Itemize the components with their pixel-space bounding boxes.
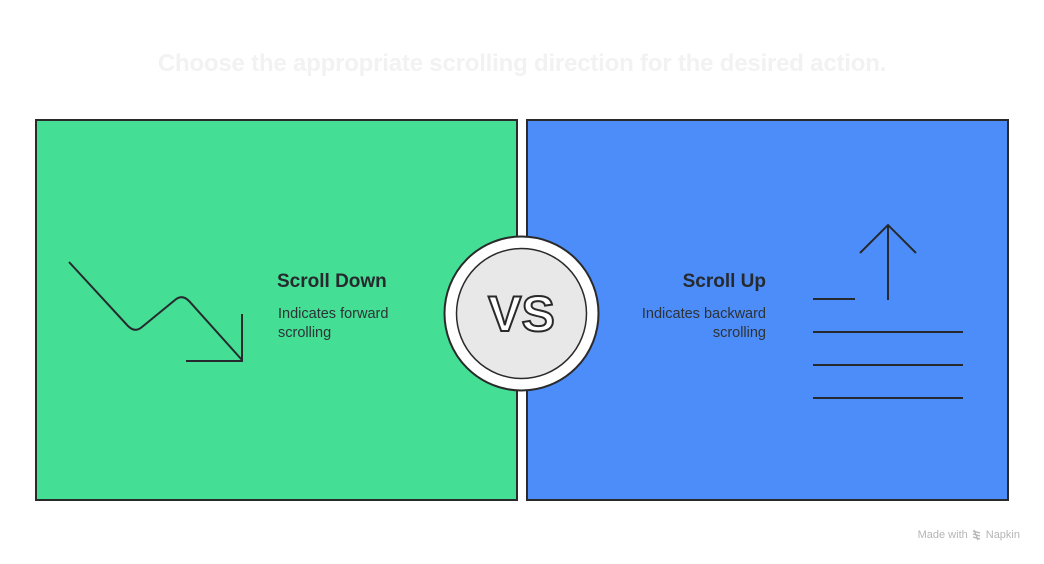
scroll-down-panel [35, 119, 518, 501]
page-title: Choose the appropriate scrolling directi… [157, 50, 887, 77]
vs-badge: VS [443, 235, 600, 392]
made-with-label: Made with [917, 529, 968, 541]
scroll-down-description: Indicates forward scrolling [278, 306, 389, 341]
scroll-up-panel [526, 119, 1009, 501]
scroll-down-heading: Scroll Down [277, 271, 387, 292]
scroll-up-description: Indicates backward scrolling [641, 306, 766, 341]
vs-label: VS [488, 286, 555, 342]
scroll-up-heading: Scroll Up [682, 271, 766, 292]
made-with-napkin: Made with Napkin [918, 529, 1020, 541]
napkin-brand: Napkin [985, 529, 1020, 541]
napkin-logo-icon [972, 529, 980, 541]
